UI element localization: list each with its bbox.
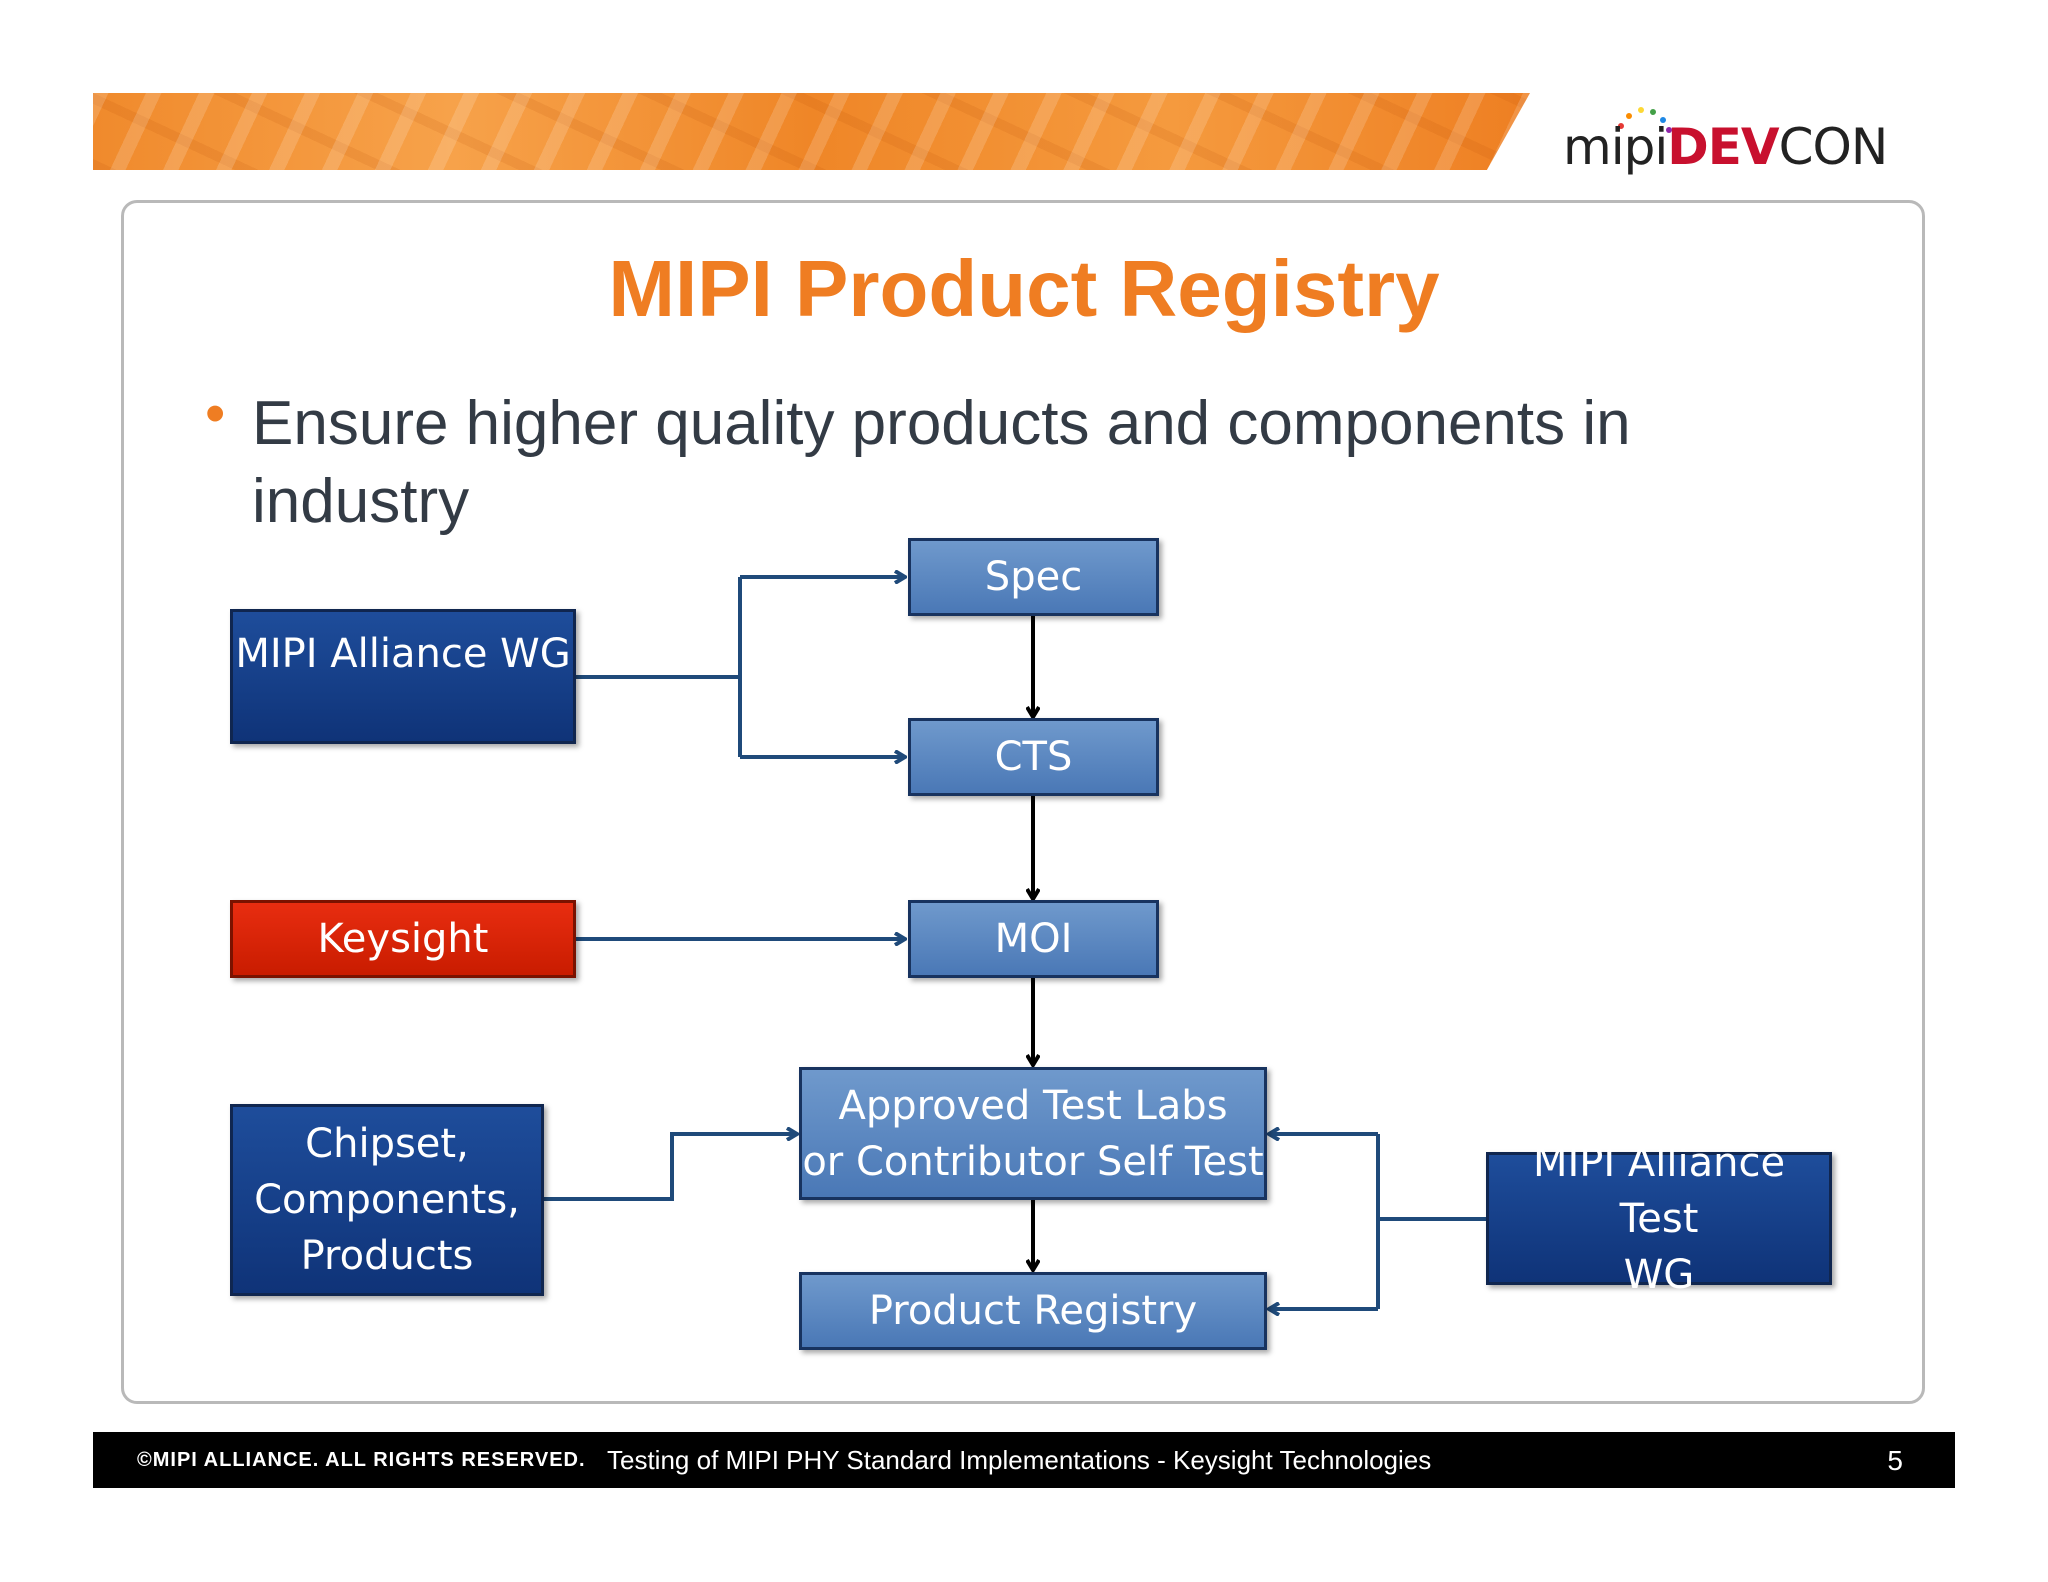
arrow-chipset-to-labs	[544, 1134, 797, 1201]
node-chipset-components-products: Chipset, Components, Products	[230, 1104, 544, 1296]
footer-bar: ©MIPI ALLIANCE. ALL RIGHTS RESERVED. Tes…	[93, 1432, 1955, 1488]
slide-title: MIPI Product Registry	[608, 244, 1440, 333]
node-cts: CTS	[908, 718, 1159, 796]
node-mipi-alliance-test-wg: MIPI Alliance Test WG	[1486, 1140, 1832, 1298]
node-approved-test-labs: Approved Test Labs or Contributor Self T…	[799, 1067, 1267, 1200]
node-product-registry: Product Registry	[799, 1272, 1267, 1350]
logo-wordmark: mipiDEVCON	[1563, 118, 1889, 176]
mipi-devcon-logo: mipiDEVCON	[1563, 100, 1903, 180]
connector-wg-to-spec-cts	[576, 577, 742, 757]
logo-con-text: CON	[1778, 118, 1889, 176]
footer-copyright: ©MIPI ALLIANCE. ALL RIGHTS RESERVED.	[137, 1449, 586, 1471]
header-banner	[93, 93, 1530, 170]
logo-dots-icon	[1618, 107, 1672, 133]
logo-dev-text: DEV	[1667, 118, 1779, 176]
node-mipi-alliance-wg: MIPI Alliance WG	[230, 609, 576, 744]
bullet-marker: •	[205, 381, 226, 446]
connector-test-wg	[1376, 1134, 1486, 1309]
node-spec: Spec	[908, 538, 1159, 616]
logo-mipi-text: mipi	[1563, 118, 1668, 176]
node-moi: MOI	[908, 900, 1159, 978]
node-keysight: Keysight	[230, 900, 576, 978]
footer-caption: Testing of MIPI PHY Standard Implementat…	[607, 1445, 1432, 1475]
page-number: 5	[1887, 1445, 1903, 1476]
bullet-text: Ensure higher quality products and compo…	[252, 389, 1631, 536]
